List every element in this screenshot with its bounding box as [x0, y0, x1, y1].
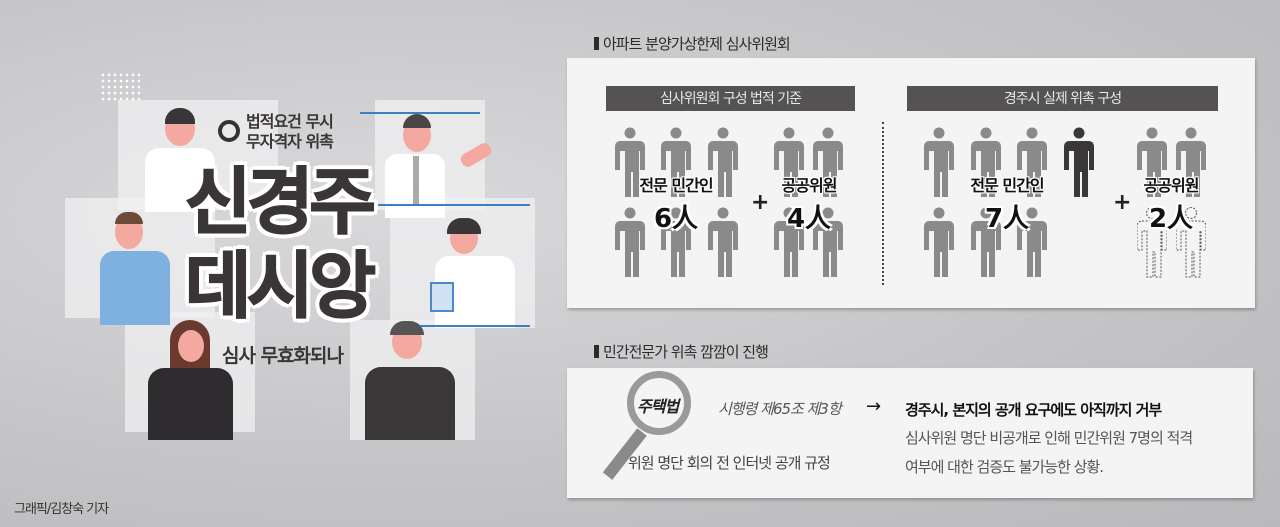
person-clipboard — [425, 218, 525, 328]
person-blue-shirt — [100, 212, 180, 325]
person-icon — [1064, 127, 1094, 199]
magnifier-icon — [627, 371, 691, 435]
magnifier-icon — [218, 120, 240, 142]
subtitle: 심사 무효화되나 — [222, 345, 344, 367]
detail-line2: 여부에 대한 검증도 불가능한 상황. — [905, 458, 1104, 476]
section1-title: 아파트 분양가상한제 심사위원회 — [594, 33, 791, 54]
right-plus: + — [1113, 190, 1132, 215]
right-private-label: 전문 민간인 — [970, 176, 1044, 195]
credit: 그래픽/김창숙 기자 — [14, 502, 109, 517]
detail-line1: 심사위원 명단 비공개로 인해 민간위원 7명의 적격 — [905, 429, 1193, 447]
actual-appointment-header: 경주시 실제 위촉 구성 — [907, 86, 1218, 111]
headline-title: 신경주 데시앙 — [184, 159, 377, 329]
person-icon — [615, 207, 645, 279]
headline: 경주시, 본지의 공개 요구에도 아직까지 거부 — [905, 401, 1162, 419]
right-private-count: 7人 — [984, 204, 1030, 234]
legal-standard-header: 심사위원회 구성 법적 기준 — [606, 86, 855, 111]
left-private-count: 6人 — [653, 204, 699, 234]
arrow-icon: → — [866, 396, 882, 417]
divider — [882, 122, 884, 285]
person-pointing — [385, 114, 465, 218]
person-thinking — [360, 321, 460, 440]
section2-title: 민간전문가 위촉 깜깜이 진행 — [594, 341, 769, 362]
person-icon — [924, 207, 954, 279]
person-woman — [148, 320, 248, 440]
rule: 위원 명단 회의 전 인터넷 공개 규정 — [628, 454, 831, 472]
person-icon — [708, 207, 738, 279]
left-public-label: 공공위원 — [781, 176, 838, 195]
law-name: 주택법 — [637, 397, 679, 416]
person-icon — [924, 127, 954, 199]
dots-pattern — [100, 72, 140, 102]
right-public-label: 공공위원 — [1143, 176, 1200, 195]
left-public-count: 4人 — [786, 204, 832, 234]
person-magnifier — [140, 108, 220, 212]
left-private-label: 전문 민간인 — [639, 176, 713, 195]
article: 시행령 제65조 제3항 — [718, 400, 842, 418]
right-public-count: 2人 — [1148, 204, 1194, 234]
kicker: 법적요건 무시 무자격자 위촉 — [246, 112, 334, 151]
left-plus: + — [751, 190, 770, 215]
